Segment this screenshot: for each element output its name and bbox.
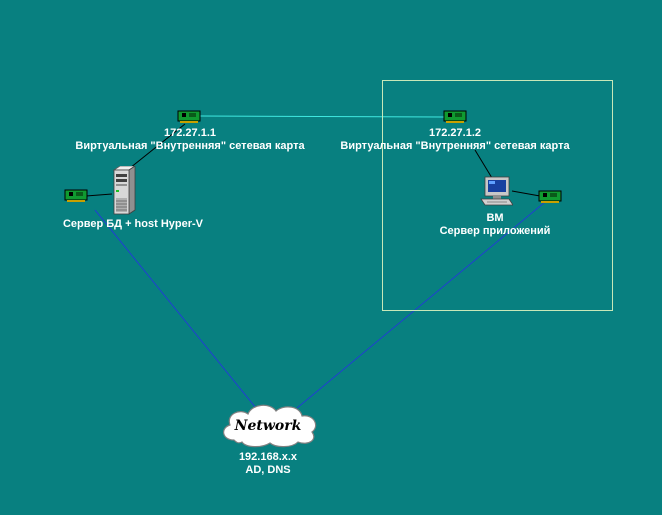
vm-role: Сервер приложений (439, 225, 551, 237)
server-tower-icon (112, 166, 136, 215)
vm-name: ВМ (486, 212, 504, 224)
server-label: Сервер БД + host Hyper-V (62, 218, 204, 230)
vm-to-network-link (296, 201, 546, 409)
network-card-icon (64, 189, 88, 202)
network-services: AD, DNS (245, 464, 291, 476)
vm-boundary-frame (382, 80, 613, 311)
right-nic-label: Виртуальная "Внутренняя" сетевая карта (340, 140, 570, 152)
cloud-icon (223, 404, 317, 448)
left-nic-label: Виртуальная "Внутренняя" сетевая карта (75, 140, 305, 152)
network-card-icon (177, 110, 201, 123)
internal-link (199, 115, 445, 118)
right-nic-to-vm-link (474, 149, 493, 179)
network-name: Network (234, 418, 302, 434)
network-address: 192.168.x.x (238, 451, 298, 463)
vm-to-nic-link (511, 190, 541, 197)
right-nic-ip: 172.27.1.2 (429, 127, 481, 139)
server-to-nic-link (85, 193, 113, 197)
left-nic-to-server-link (129, 123, 186, 169)
left-nic-ip: 172.27.1.1 (164, 127, 216, 139)
server-to-network-link (94, 209, 257, 409)
workstation-icon (480, 176, 513, 206)
network-card-icon (538, 190, 562, 203)
network-card-icon (443, 110, 467, 123)
